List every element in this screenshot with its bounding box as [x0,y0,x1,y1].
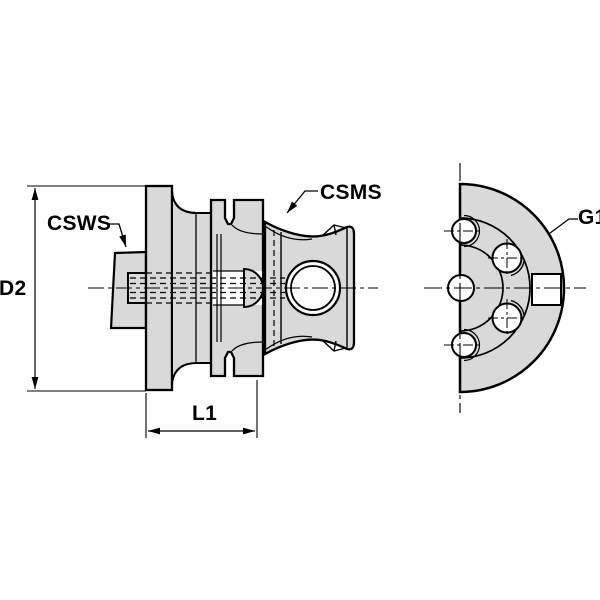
front-disc [458,182,566,394]
hidden-lines [130,272,285,304]
drive-key-pocket [531,273,562,306]
callout-csms-label: CSMS [320,181,382,204]
dimension-d2 [27,185,146,392]
side-view [88,184,378,392]
front-view [424,163,586,413]
callout-csws-label: CSWS [47,212,112,235]
dimension-l1 [145,380,258,438]
csms-leader [286,190,318,214]
callout-g1-label: G1 [578,206,600,229]
screw-head [243,267,264,309]
dimension-l1-label: L1 [192,402,218,425]
csws-leader [108,223,127,248]
dimension-d2-label: D2 [0,277,27,300]
